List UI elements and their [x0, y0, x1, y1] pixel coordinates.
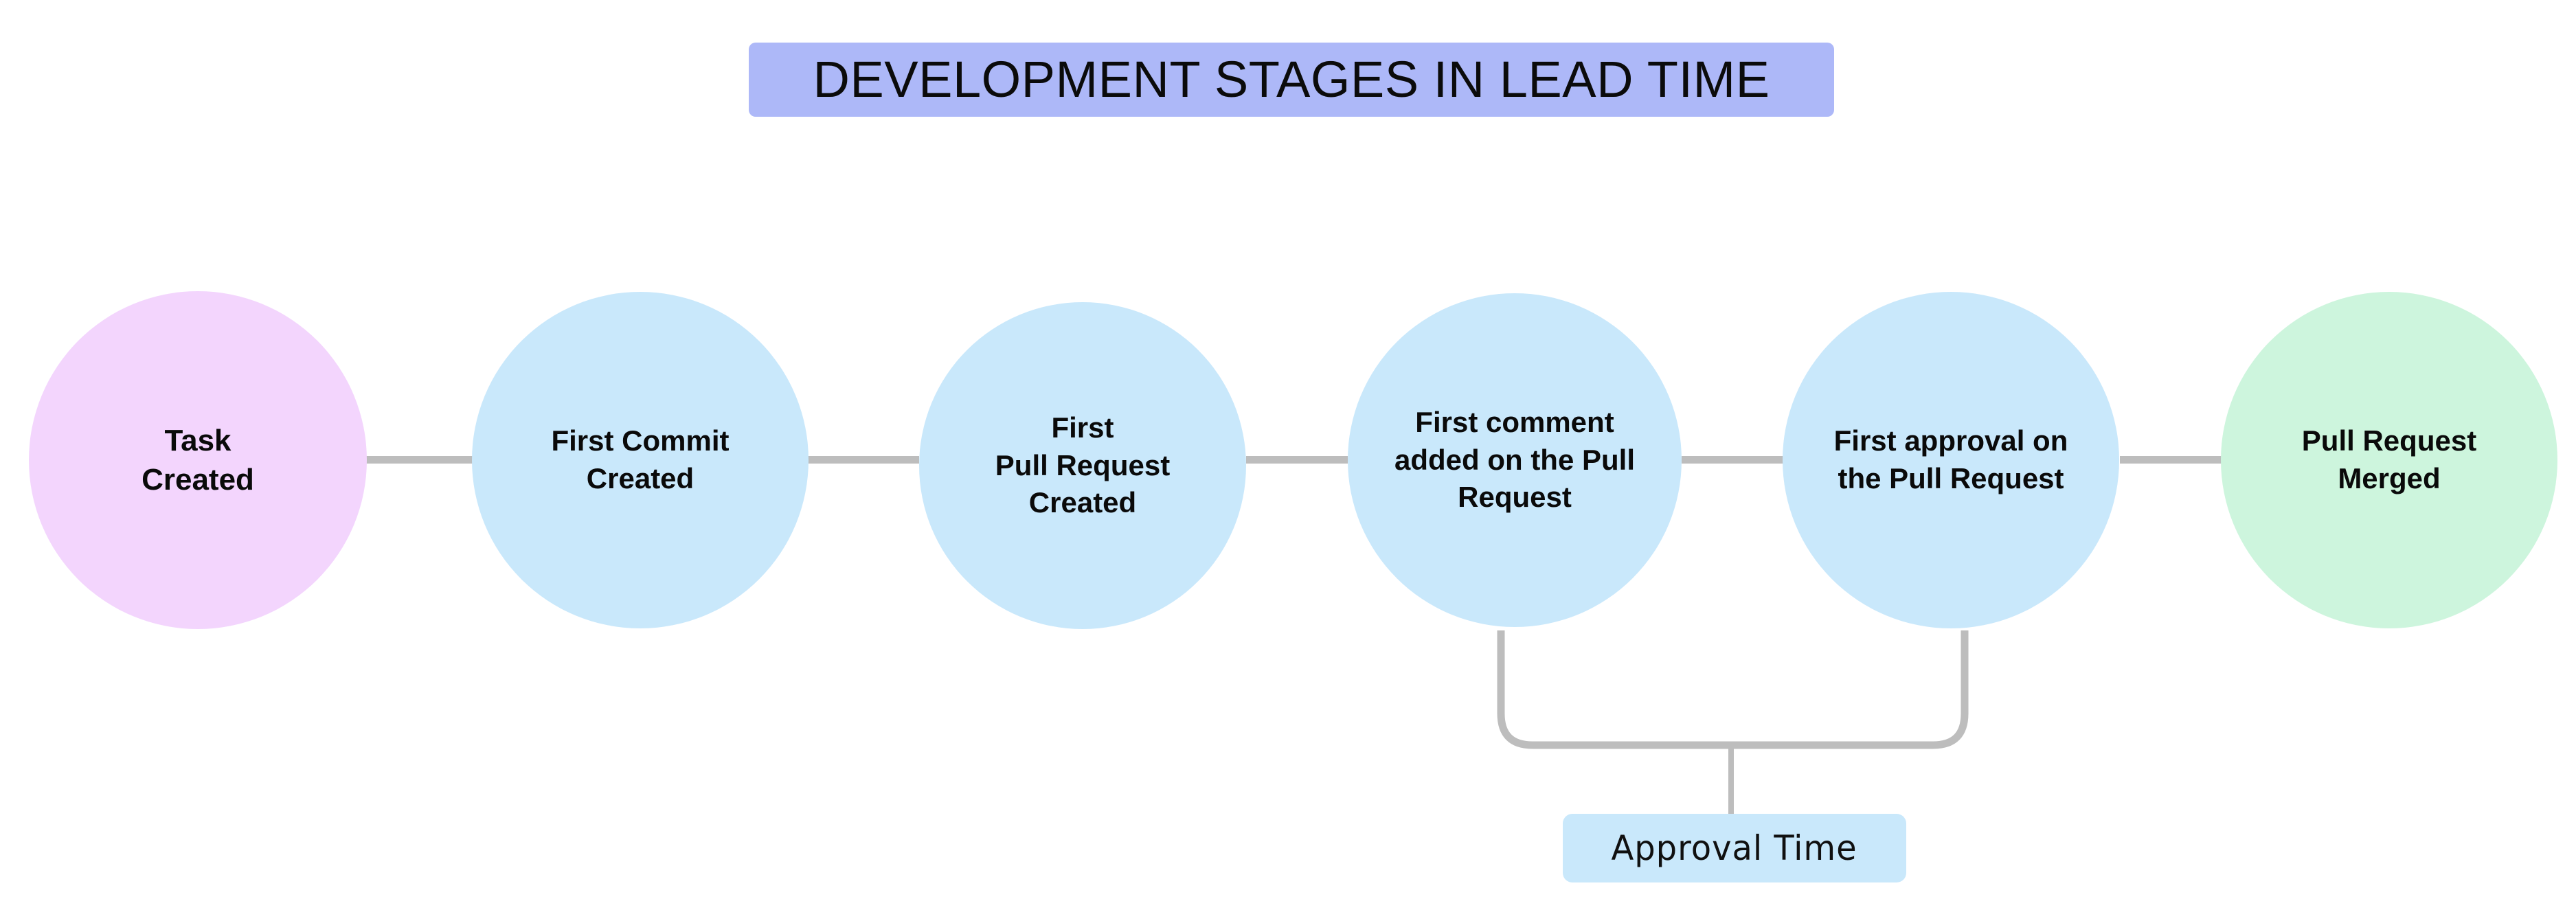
connector-comment-to-approval [1682, 456, 1783, 464]
stage-node-first-commit-created[interactable]: First Commit Created [472, 292, 809, 628]
connector-approval-to-merged [2120, 456, 2222, 464]
connector-task-to-commit [365, 456, 473, 464]
stage-label: First Commit Created [551, 424, 730, 494]
stage-label: First Pull Request Created [995, 411, 1171, 519]
connector-commit-to-pr [808, 456, 919, 464]
stage-node-first-approval[interactable]: First approval on the Pull Request [1783, 292, 2119, 628]
stage-node-task-created[interactable]: Task Created [29, 291, 367, 629]
approval-time-annotation[interactable]: Approval Time [1563, 814, 1906, 882]
stage-label: Task Created [142, 423, 254, 497]
bracket-path [1497, 630, 1969, 749]
stage-node-pull-request-merged[interactable]: Pull Request Merged [2221, 292, 2557, 628]
approval-time-bracket [1497, 630, 1969, 814]
stage-label: Pull Request Merged [2301, 424, 2477, 494]
stage-label: First comment added on the Pull Request [1394, 406, 1635, 514]
page-title: DEVELOPMENT STAGES IN LEAD TIME [813, 51, 1770, 108]
approval-time-label: Approval Time [1611, 828, 1858, 868]
stage-node-first-comment-added[interactable]: First comment added on the Pull Request [1348, 293, 1682, 627]
stage-label: First approval on the Pull Request [1833, 424, 2068, 494]
connector-pr-to-comment [1246, 456, 1348, 464]
diagram-title-band: DEVELOPMENT STAGES IN LEAD TIME [749, 43, 1834, 117]
stage-node-first-pull-request-created[interactable]: First Pull Request Created [919, 302, 1246, 629]
